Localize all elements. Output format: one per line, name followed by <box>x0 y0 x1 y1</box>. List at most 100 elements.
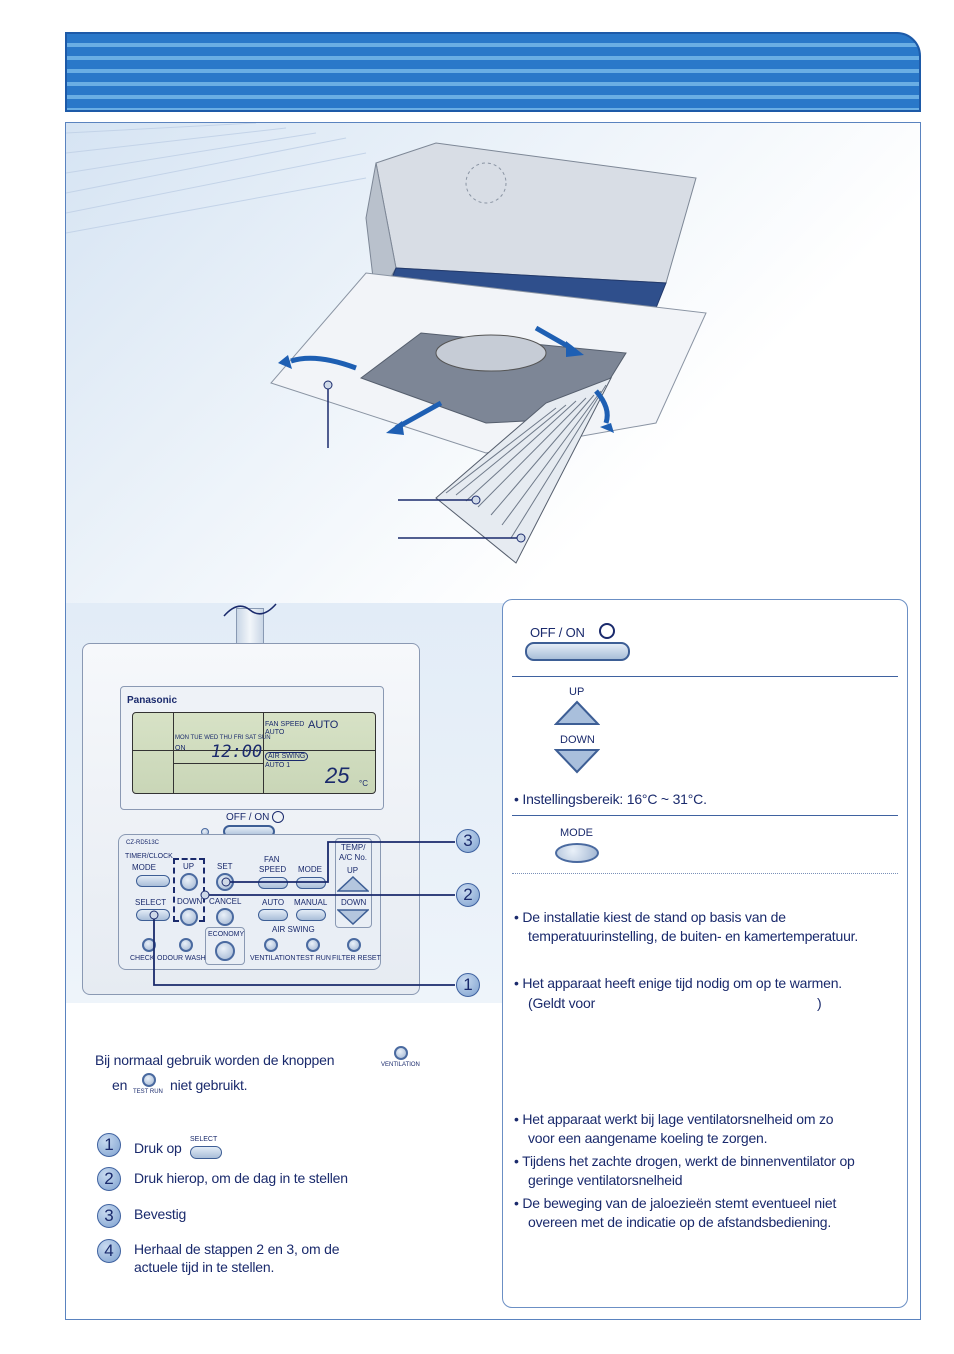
select-icon <box>190 1146 222 1159</box>
panel-bullet-5-line2: overeen met de indicatie op de afstandsb… <box>528 1214 832 1230</box>
temp-button-group <box>335 838 372 928</box>
temp-label: TEMP/ <box>341 843 366 852</box>
panel-mode-button-icon <box>555 843 599 863</box>
step-1-select-label: SELECT <box>190 1136 218 1143</box>
panel-bullet-2-close: ) <box>817 995 822 1011</box>
panel-bullet-3-line1: • Het apparaat werkt bij lage ventilator… <box>514 1111 834 1127</box>
ventilation-small-label: VENTILATION <box>381 1062 420 1068</box>
test-run-button[interactable] <box>306 938 320 952</box>
panel-power-icon <box>599 623 615 639</box>
air-swing-manual-button[interactable] <box>296 909 326 921</box>
timer-clock-label: TIMER/CLOCK <box>125 853 173 860</box>
panel-temp-range: • Instellingsbereik: 16°C ~ 31°C. <box>514 791 707 807</box>
air-swing-label: AIR SWING <box>272 925 315 934</box>
lcd-temp-unit: °C <box>359 779 368 788</box>
test-run-small-label: TEST RUN <box>133 1089 163 1095</box>
panel-divider-1 <box>512 676 898 677</box>
callout-3: 3 <box>456 829 480 853</box>
panel-bullet-4-line1: • Tijdens het zachte drogen, werkt de bi… <box>514 1153 855 1169</box>
ventilation-label: VENTILATION <box>250 955 296 962</box>
temp-up-label: UP <box>347 866 359 875</box>
air-swing-auto-button[interactable] <box>258 909 288 921</box>
panasonic-logo: Panasonic <box>127 695 178 706</box>
check-label: CHECK <box>130 955 155 962</box>
lcd-fan-auto: AUTO <box>265 729 285 736</box>
panel-bullet-1-line2: temperatuurinstelling, de buiten- en kam… <box>528 928 859 944</box>
cassette-unit-illustration <box>66 123 707 564</box>
panel-off-on-label: OFF / ON <box>530 625 585 640</box>
panel-bullet-1-line1: • De installatie kiest de stand op basis… <box>514 909 786 925</box>
note-niet-gebruikt: niet gebruikt. <box>170 1077 248 1093</box>
select-label: SELECT <box>135 898 167 907</box>
step-3-text: Bevestig <box>134 1206 187 1222</box>
cancel-button[interactable] <box>216 908 234 926</box>
remote-up-label: UP <box>183 862 195 871</box>
remote-button-panel <box>118 834 381 970</box>
panel-divider-3 <box>512 873 898 874</box>
panel-bullet-5-line1: • De beweging van de jaloezieën stemt ev… <box>514 1195 837 1211</box>
auto-label: AUTO <box>262 898 285 907</box>
lcd-temperature: 25 <box>325 763 350 788</box>
panel-down-label: DOWN <box>560 734 595 746</box>
economy-button[interactable] <box>215 941 235 961</box>
lcd-air-swing-value: AUTO 1 <box>265 762 291 769</box>
cable-break-mark <box>223 603 277 617</box>
filter-reset-button[interactable] <box>347 938 361 952</box>
temp-up-button[interactable] <box>337 876 369 892</box>
note-bullet-line1: Bij normaal gebruik worden de knoppen <box>95 1052 335 1068</box>
lcd-mode-auto: AUTO <box>308 719 339 731</box>
step-4-text-line1: Herhaal de stappen 2 en 3, om de <box>134 1241 340 1257</box>
step-2-text: Druk hierop, om de dag in te stellen <box>134 1170 348 1186</box>
callout-2: 2 <box>456 883 480 907</box>
section-header-bar <box>65 32 921 112</box>
set-label: SET <box>217 862 233 871</box>
filter-reset-label: FILTER RESET <box>332 955 381 962</box>
lcd-on: ON <box>175 745 186 752</box>
remote-up-button[interactable] <box>180 873 198 891</box>
panel-bullet-3-line2: voor een aangename koeling te zorgen. <box>528 1130 768 1146</box>
power-icon <box>272 811 284 823</box>
test-run-icon <box>142 1073 156 1087</box>
cancel-label: CANCEL <box>209 897 242 906</box>
panel-down-arrow-icon <box>554 749 600 774</box>
timer-mode-button[interactable] <box>136 875 170 887</box>
remote-model: CZ-RD513C <box>126 840 160 846</box>
ventilation-button[interactable] <box>264 938 278 952</box>
economy-group <box>205 927 245 965</box>
remote-down-button[interactable] <box>180 908 198 926</box>
mode-label: MODE <box>298 865 322 874</box>
note-en: en <box>112 1077 128 1093</box>
temp-down-label: DOWN <box>341 898 367 907</box>
manual-label: MANUAL <box>294 898 328 907</box>
step-3-badge: 3 <box>97 1204 121 1228</box>
panel-up-arrow-icon <box>554 700 600 725</box>
panel-up-label: UP <box>569 686 585 698</box>
speed-label: SPEED <box>259 865 287 874</box>
step-1-text: Druk op <box>134 1140 182 1156</box>
ventilation-icon <box>394 1046 408 1060</box>
fan-speed-button[interactable] <box>258 877 288 889</box>
fan-label: FAN <box>264 855 280 864</box>
lcd-fan-speed: FAN SPEED <box>265 721 305 728</box>
odour-wash-button[interactable] <box>179 938 193 952</box>
step-4-badge: 4 <box>97 1239 121 1263</box>
timer-mode-label: MODE <box>132 863 156 872</box>
panel-divider-2 <box>512 815 898 816</box>
economy-label: ECONOMY <box>208 931 245 938</box>
lcd-display: MON TUE WED THU FRI SAT SUN ON 12:00 FAN… <box>132 712 376 794</box>
mode-button[interactable] <box>296 877 326 889</box>
test-run-label: TEST RUN <box>296 955 331 962</box>
remote-cable <box>236 608 264 648</box>
lcd-time: 12:00 <box>211 742 263 762</box>
ac-no-label: A/C No. <box>339 853 368 862</box>
lcd-days: MON TUE WED THU FRI SAT SUN <box>175 735 271 741</box>
panel-bullet-2-line2: (Geldt voor <box>528 995 596 1011</box>
remote-down-label: DOWN <box>177 897 203 906</box>
lcd-air-swing: AIR SWING <box>265 752 309 761</box>
panel-bullet-4-line2: geringe ventilatorsnelheid <box>528 1172 683 1188</box>
remote-off-on-label: OFF / ON <box>226 812 270 823</box>
check-button[interactable] <box>142 938 156 952</box>
temp-down-button[interactable] <box>337 909 369 925</box>
panel-mode-label: MODE <box>560 827 593 839</box>
